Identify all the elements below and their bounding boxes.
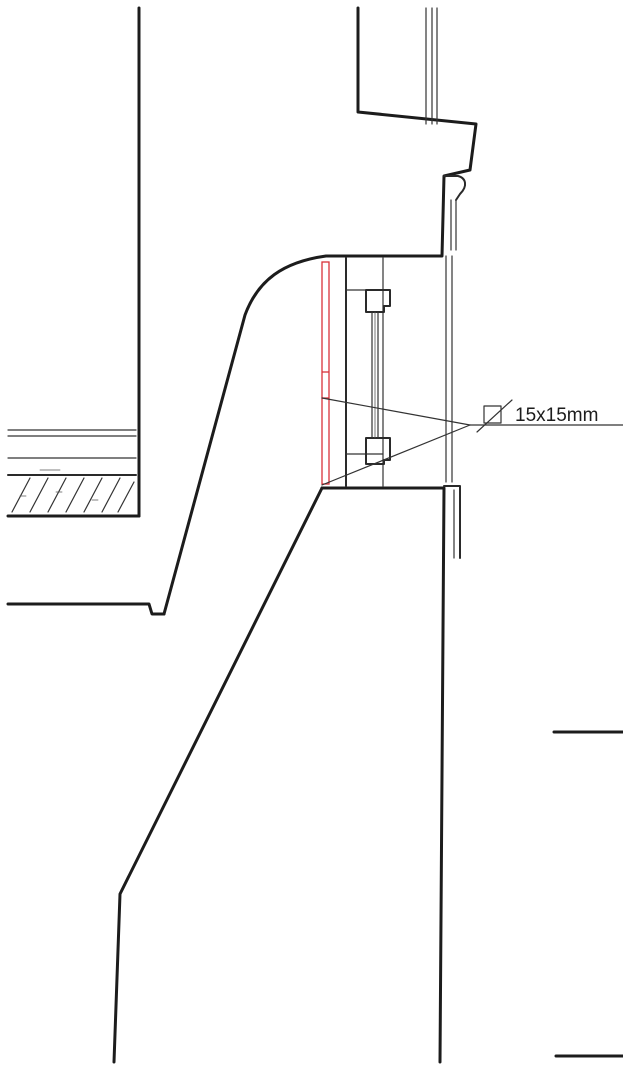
square-with-slash-icon	[476, 399, 513, 433]
wall-reveal	[112, 6, 478, 1064]
dimension-leader	[321, 397, 623, 486]
floor-hatching	[11, 477, 135, 513]
floor-layers	[7, 429, 137, 476]
left-wall	[6, 6, 141, 518]
exterior-ground	[552, 730, 623, 1058]
window-frame	[345, 257, 391, 487]
sill-flashing	[443, 485, 461, 559]
lower-floor	[6, 602, 166, 616]
cornice-detail	[443, 175, 466, 251]
reveal-lining-highlight	[321, 261, 330, 485]
outer-glazing	[445, 255, 453, 483]
upper-glazing	[425, 7, 438, 125]
dimension-label: 15x15mm	[515, 405, 598, 426]
